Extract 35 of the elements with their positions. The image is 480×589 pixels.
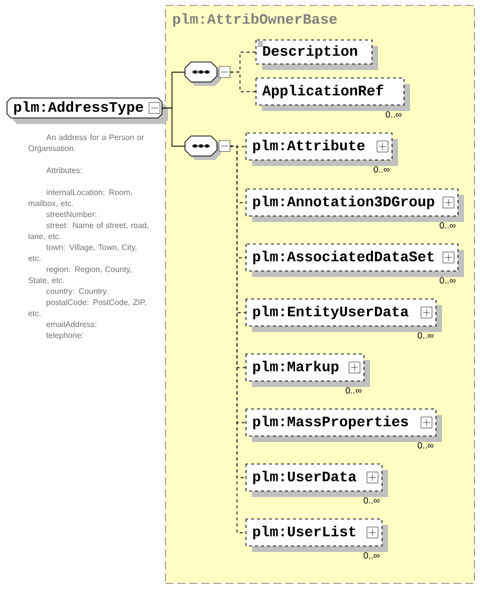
element-box: plm:AssociatedDataSet [246, 244, 464, 277]
occurrence-label: 0..∞ [364, 552, 380, 559]
element-box: ApplicationRef [256, 78, 410, 111]
documentation-text: streetNumber: [46, 211, 96, 218]
occurrence-label: 0..∞ [440, 277, 456, 284]
documentation-text: country: Country. [46, 288, 108, 296]
occurrence-label: 0..∞ [418, 332, 434, 339]
element-box: plm:MassProperties [246, 408, 442, 442]
occurrence-label: 0..∞ [364, 497, 380, 504]
occurrence-label: 0..∞ [374, 166, 390, 173]
element-box: plm:Markup [246, 354, 370, 387]
element-box: Description [256, 40, 378, 70]
documentation-text: telephone: [46, 332, 83, 340]
connector-line [162, 108, 186, 147]
occurrence-label: 0..∞ [346, 387, 362, 394]
connector-line [230, 72, 256, 92]
element-box: plm:UserData [246, 464, 388, 497]
documentation-text: internalLocation: Room, mailbox, etc. [28, 189, 132, 208]
sequence-symbol [184, 62, 230, 86]
element-box: plm:AddressType [6, 98, 168, 124]
documentation-text: emailAddress: [46, 321, 96, 328]
element-box: plm:UserList [246, 518, 388, 552]
documentation-text: postalCode: PostCode, ZIP, etc. [28, 299, 146, 316]
documentation-text: An address for a Person or Organisation. [28, 134, 144, 153]
sequence-symbol [184, 136, 230, 160]
element-box: plm:Attribute [246, 132, 398, 166]
occurrence-label: 0..∞ [440, 222, 456, 229]
occurrence-label: 0..∞ [418, 442, 434, 449]
element-box: plm:Annotation3DGroup [246, 188, 464, 222]
documentation-text: town: Village, Town, City, etc. [28, 244, 136, 262]
element-box: plm:EntityUserData [246, 298, 442, 332]
documentation-text: street: Name of street, road, lane, etc. [28, 222, 148, 240]
documentation-text: Attributes: [46, 167, 82, 174]
occurrence-label: 0..∞ [386, 111, 402, 118]
documentation-text: region: Region, County, State, etc. [28, 266, 132, 284]
